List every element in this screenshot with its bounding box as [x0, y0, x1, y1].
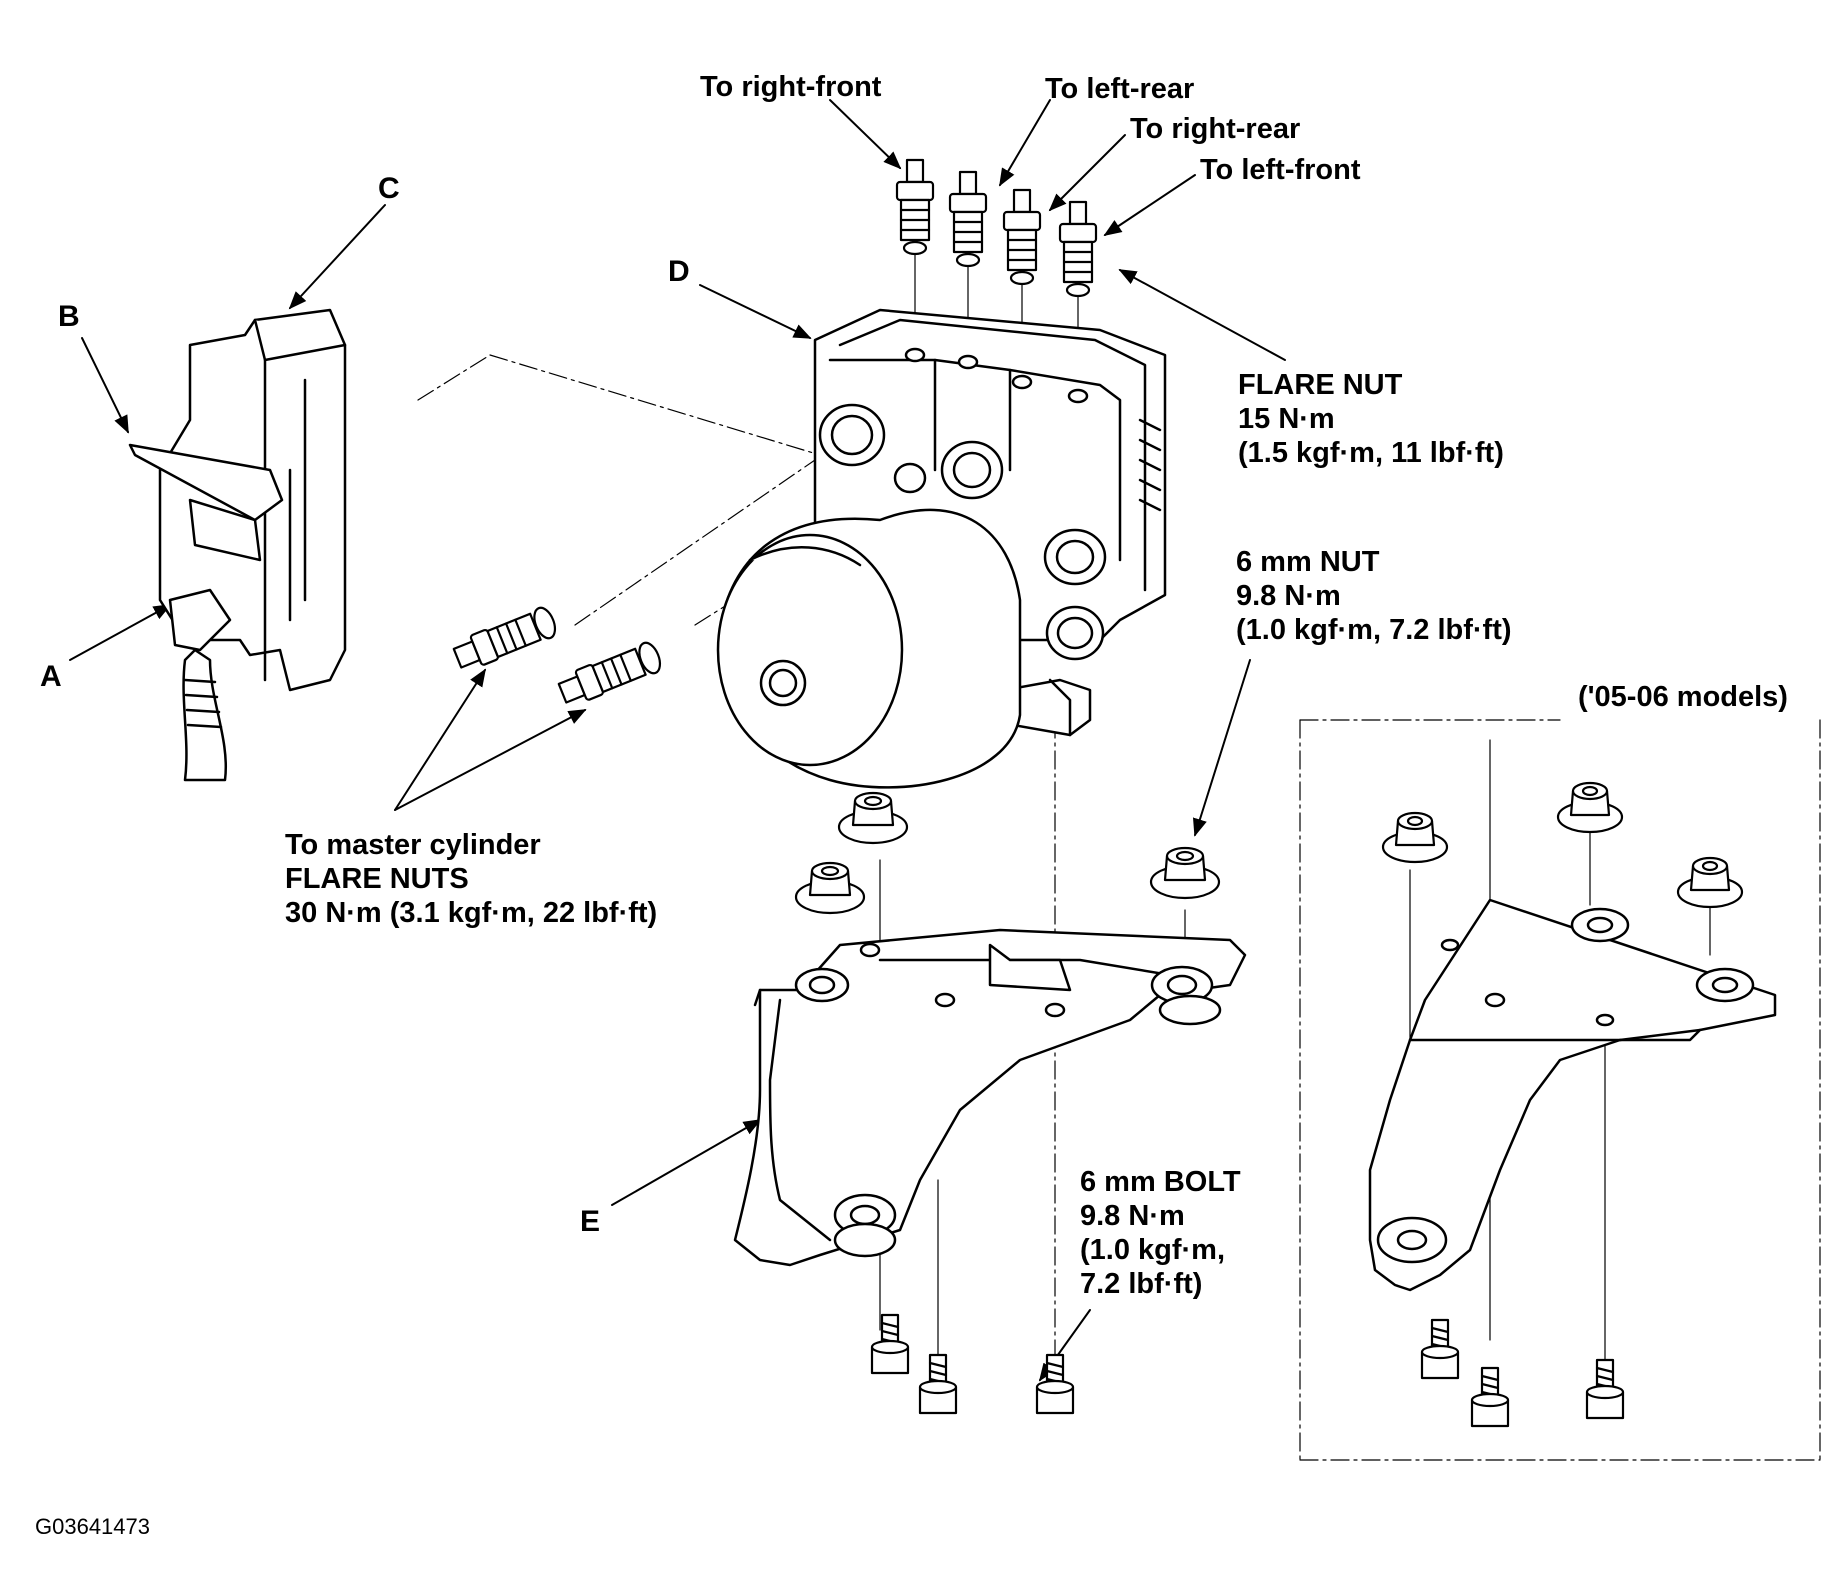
flare-nut-torque-alt: (1.5 kgf·m, 11 lbf·ft) [1238, 437, 1504, 469]
part-letter-e: E [580, 1205, 601, 1238]
nut-6mm-torque: 9.8 N·m [1236, 580, 1341, 612]
bracket-bolts [870, 1313, 1075, 1415]
abs-modulator-body [716, 308, 1167, 789]
bolt-6mm-torque: 9.8 N·m [1080, 1200, 1185, 1232]
master-cylinder-line3: 30 N·m (3.1 kgf·m, 22 lbf·ft) [285, 897, 658, 929]
nut-6mm-title: 6 mm NUT [1236, 546, 1380, 578]
flare-nut-torque: 15 N·m [1238, 403, 1335, 435]
bracket-05-06 [1368, 898, 1777, 1292]
nut-6mm-torque-alt: (1.0 kgf·m, 7.2 lbf·ft) [1236, 614, 1512, 646]
part-letter-a: A [40, 660, 62, 693]
bolt-6mm-torque-alt2: 7.2 lbf·ft) [1080, 1268, 1203, 1300]
part-letter-d: D [668, 255, 690, 288]
master-cylinder-fittings [452, 606, 662, 704]
bracket-nuts [794, 791, 1221, 915]
brake-line-fittings [895, 158, 1098, 298]
part-letter-c: C [378, 172, 400, 205]
flare-nut-title: FLARE NUT [1238, 369, 1403, 401]
label-to-right-front: To right-front [700, 71, 882, 103]
part-letter-b: B [58, 300, 80, 333]
master-cylinder-line1: To master cylinder [285, 829, 541, 861]
label-to-right-rear: To right-rear [1130, 113, 1301, 145]
bracket-05-06-bolts [1420, 1318, 1625, 1428]
mounting-bracket [733, 928, 1247, 1267]
bracket-05-06-nuts [1381, 781, 1744, 909]
bolt-6mm-torque-alt1: (1.0 kgf·m, [1080, 1234, 1226, 1266]
master-cylinder-line2: FLARE NUTS [285, 863, 469, 895]
electrical-connector [128, 308, 347, 782]
models-note: ('05-06 models) [1578, 681, 1788, 713]
figure-id: G03641473 [35, 1514, 150, 1539]
label-to-left-front: To left-front [1200, 154, 1361, 186]
label-to-left-rear: To left-rear [1045, 73, 1195, 105]
bolt-6mm-title: 6 mm BOLT [1080, 1166, 1241, 1198]
